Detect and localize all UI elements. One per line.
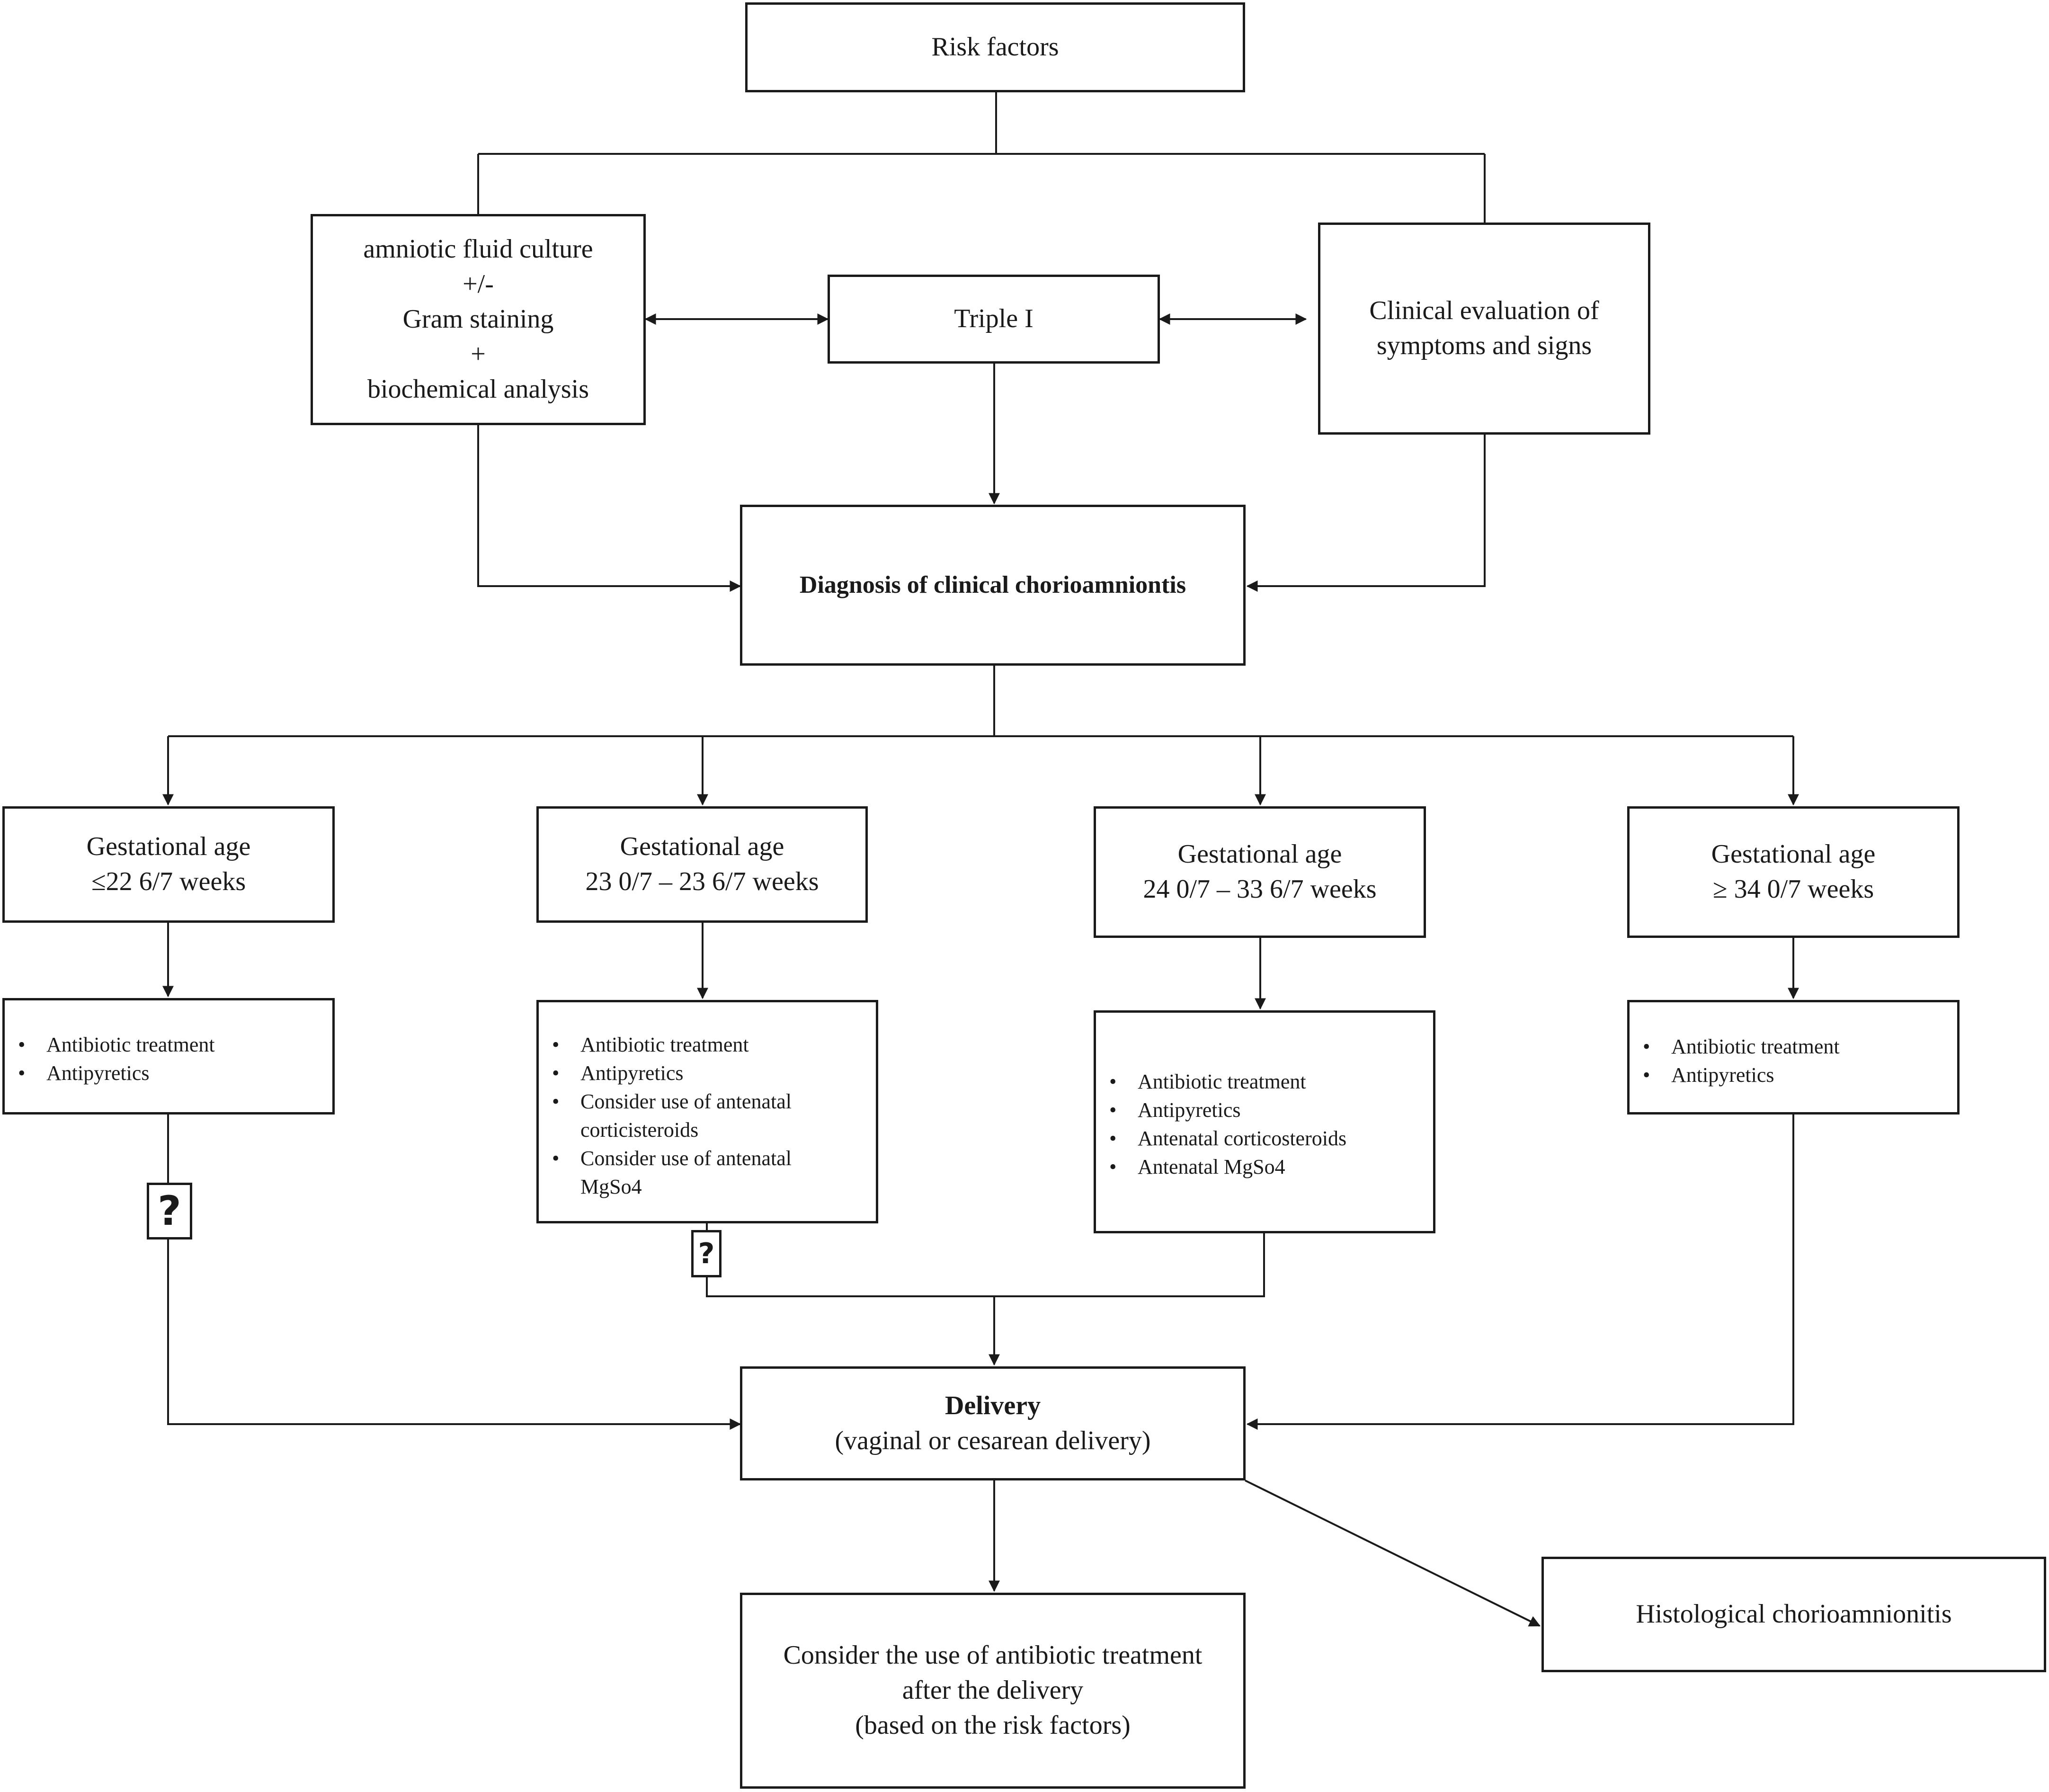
risk-factors-label: Risk factors [931, 32, 1059, 62]
delivery-subtitle: (vaginal or cesarean delivery) [835, 1426, 1151, 1455]
diagnosis-label: Diagnosis of clinical chorioamniontis [799, 571, 1186, 598]
gestational-age-box-1: Gestational age ≤22 6/7 weeks [2, 806, 335, 923]
clinical-line-2: symptoms and signs [1376, 331, 1592, 360]
treatment-box-1: Antibiotic treatment Antipyretics [2, 998, 335, 1114]
ga4-title: Gestational age [1711, 839, 1876, 869]
delivery-title: Delivery [944, 1391, 1041, 1420]
delivery-box: Delivery (vaginal or cesarean delivery) [740, 1366, 1246, 1480]
post-delivery-line-1: Consider the use of antibiotic treatment [783, 1640, 1203, 1670]
risk-factors-box: Risk factors [745, 2, 1245, 92]
question-mark-icon: ? [147, 1183, 192, 1239]
clinical-line-1: Clinical evaluation of [1369, 296, 1599, 326]
clinical-evaluation-box: Clinical evaluation of symptoms and sign… [1318, 223, 1650, 435]
gestational-age-box-3: Gestational age 24 0/7 – 33 6/7 weeks [1094, 806, 1426, 938]
diagnosis-box: Diagnosis of clinical chorioamniontis [740, 505, 1246, 666]
post-delivery-line-2: after the delivery [902, 1676, 1084, 1705]
amniotic-line-1: amniotic fluid culture [363, 234, 593, 264]
treatment-1-item: Antipyretics [5, 1059, 215, 1088]
treatment-list-3: Antibiotic treatment Antipyretics Antena… [1096, 1068, 1346, 1181]
amniotic-line-5: biochemical analysis [367, 374, 589, 404]
question-mark-icon: ? [691, 1230, 722, 1277]
treatment-3-item: Antenatal MgSo4 [1096, 1153, 1346, 1181]
histological-box: Histological chorioamnionitis [1541, 1557, 2046, 1672]
triple-i-box: Triple I [828, 275, 1160, 364]
ga4-range: ≥ 34 0/7 weeks [1712, 874, 1874, 904]
histological-label: Histological chorioamnionitis [1636, 1599, 1952, 1629]
treatment-3-item: Antenatal corticosteroids [1096, 1124, 1346, 1153]
treatment-2-item: Consider use of antenatal corticisteroid… [539, 1088, 827, 1144]
ga1-title: Gestational age [86, 832, 251, 862]
treatment-list-2: Antibiotic treatment Antipyretics Consid… [539, 1031, 827, 1201]
treatment-box-4: Antibiotic treatment Antipyretics [1627, 1000, 1960, 1114]
amniotic-line-3: Gram staining [402, 304, 554, 334]
amniotic-line-2: +/- [463, 269, 494, 299]
gestational-age-box-2: Gestational age 23 0/7 – 23 6/7 weeks [536, 806, 868, 923]
ga3-title: Gestational age [1177, 839, 1342, 869]
gestational-age-box-4: Gestational age ≥ 34 0/7 weeks [1627, 806, 1960, 938]
treatment-4-item: Antibiotic treatment [1630, 1033, 1840, 1061]
arrow-clinical-to-diagnosis [1246, 435, 1486, 592]
connector-treat2-treat3-merge [706, 1233, 1265, 1297]
ga1-range: ≤22 6/7 weeks [91, 867, 246, 896]
amniotic-fluid-box: amniotic fluid culture +/- Gram staining… [311, 214, 646, 425]
treatment-list-1: Antibiotic treatment Antipyretics [5, 1031, 215, 1088]
treatment-box-3: Antibiotic treatment Antipyretics Antena… [1094, 1010, 1435, 1233]
treatment-3-item: Antipyretics [1096, 1096, 1346, 1124]
arrow-treat4-to-delivery [1246, 1114, 1794, 1430]
arrow-delivery-to-histological [1245, 1480, 1541, 1627]
amniotic-line-4: + [471, 339, 486, 369]
treatment-4-item: Antipyretics [1630, 1061, 1840, 1089]
treatment-2-item: Antipyretics [539, 1059, 827, 1088]
post-delivery-line-3: (based on the risk factors) [855, 1710, 1131, 1740]
treatment-1-item: Antibiotic treatment [5, 1031, 215, 1059]
triple-i-label: Triple I [954, 304, 1033, 334]
treatment-list-4: Antibiotic treatment Antipyretics [1630, 1033, 1840, 1089]
treatment-box-2: Antibiotic treatment Antipyretics Consid… [536, 1000, 878, 1223]
ga3-range: 24 0/7 – 33 6/7 weeks [1143, 874, 1377, 904]
post-delivery-box: Consider the use of antibiotic treatment… [740, 1593, 1246, 1789]
arrow-amniotic-to-diagnosis [477, 425, 741, 592]
arrow-treat1-to-delivery [167, 1239, 741, 1430]
treatment-3-item: Antibiotic treatment [1096, 1068, 1346, 1096]
treatment-2-item: Antibiotic treatment [539, 1031, 827, 1059]
ga2-title: Gestational age [620, 832, 784, 862]
ga2-range: 23 0/7 – 23 6/7 weeks [585, 867, 819, 896]
treatment-2-item: Consider use of antenatal MgSo4 [539, 1144, 827, 1201]
